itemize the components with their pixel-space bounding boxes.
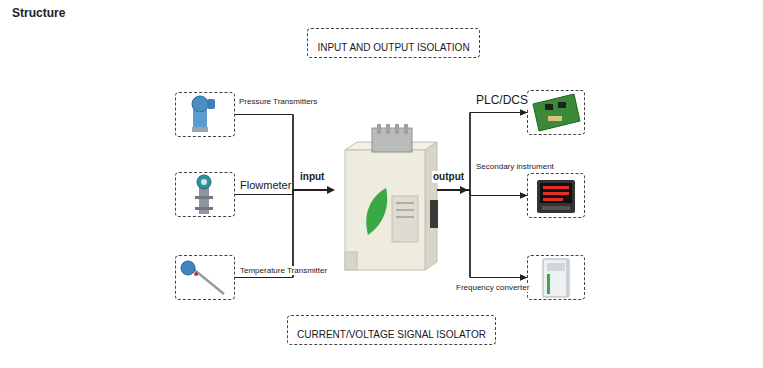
signal-connector <box>235 113 527 195</box>
secondary-instrument-icon-part <box>543 186 569 189</box>
caption-box: CURRENT/VOLTAGE SIGNAL ISOLATOR <box>287 315 496 345</box>
secondary-instrument-icon-part <box>543 198 563 201</box>
signal-isolator-device-part <box>345 150 425 270</box>
flow-arrowheads-part <box>327 186 335 194</box>
signal-connector <box>235 190 527 278</box>
flow-label: output <box>432 171 465 183</box>
temperature-transmitter-icon-part <box>181 261 195 275</box>
plc-board-icon-part <box>545 104 553 110</box>
frequency-converter-icon-part <box>543 259 569 297</box>
plc-board-icon-part <box>558 102 566 108</box>
flowmeter-icon-part <box>201 179 207 185</box>
signal-isolator-device-part <box>430 200 438 228</box>
secondary-instrument-icon-part <box>537 180 575 213</box>
device-box: PLC/DCS <box>527 90 585 135</box>
frequency-converter-icon-part <box>547 274 550 294</box>
device-box: Flowmeter <box>175 172 235 217</box>
signal-isolator-device-part <box>404 124 408 134</box>
plc-board-icon-part <box>533 94 580 131</box>
temperature-transmitter-icon-part <box>194 272 198 276</box>
pressure-transmitter-icon <box>192 96 215 132</box>
signal-isolator-device-part <box>377 124 381 134</box>
signal-connector <box>235 113 527 278</box>
signal-isolator-device-part <box>396 216 414 218</box>
signal-isolator-device-part <box>396 202 414 204</box>
device-box: Temperature Transmitter <box>175 255 235 300</box>
pressure-transmitter-icon-part <box>207 99 215 109</box>
secondary-instrument-icon-part <box>542 206 570 210</box>
frequency-converter-icon <box>543 259 569 297</box>
device-label: Temperature Transmitter <box>239 266 328 275</box>
box-heading: INPUT AND OUTPUT ISOLATION <box>317 42 469 54</box>
plc-board-icon-part <box>548 116 562 121</box>
secondary-instrument-icon <box>537 180 575 213</box>
frequency-converter-icon-part <box>566 259 569 297</box>
heading-box: INPUT AND OUTPUT ISOLATION <box>307 28 480 58</box>
device-box: Frequency converter <box>527 255 585 300</box>
signal-isolator-device-part <box>366 188 387 235</box>
flowmeter-icon-part <box>195 207 213 210</box>
secondary-instrument-icon-part <box>540 183 572 203</box>
flow-label: input <box>299 171 325 183</box>
flowmeter-icon <box>195 175 213 214</box>
device-label: Pressure Transmitters <box>238 97 318 106</box>
secondary-instrument-icon-part <box>543 192 569 195</box>
flowmeter-icon-part <box>195 196 213 199</box>
pressure-transmitter-icon-part <box>192 127 208 132</box>
plc-board-icon <box>533 94 580 131</box>
signal-isolator-device-part <box>386 124 390 134</box>
signal-connector <box>235 115 527 278</box>
signal-isolator-device-part <box>425 142 437 270</box>
signal-isolator-device <box>345 124 438 270</box>
device-label: Flowmeter <box>239 179 292 192</box>
device-label: Frequency converter <box>455 283 530 292</box>
device-label: PLC/DCS <box>475 94 529 108</box>
signal-isolator-device-part <box>345 252 357 270</box>
pressure-transmitter-icon-part <box>192 96 208 112</box>
temperature-transmitter-icon-part <box>192 268 224 294</box>
signal-connector <box>235 190 527 278</box>
signal-isolator-device-part <box>392 196 418 242</box>
frequency-converter-icon-part <box>547 263 565 271</box>
box-heading: CURRENT/VOLTAGE SIGNAL ISOLATOR <box>297 329 486 341</box>
page-title: Structure <box>12 6 65 20</box>
signal-connector <box>235 190 527 278</box>
device-box: Secondary instrument <box>527 173 585 218</box>
flowmeter-icon-part <box>197 175 211 189</box>
signal-isolator-device-part <box>396 209 414 211</box>
temperature-transmitter-icon <box>181 261 224 294</box>
signal-isolator-device-part <box>395 124 399 134</box>
signal-connector <box>235 115 527 196</box>
device-label: Secondary instrument <box>475 162 555 171</box>
device-box: Pressure Transmitters <box>175 92 235 137</box>
